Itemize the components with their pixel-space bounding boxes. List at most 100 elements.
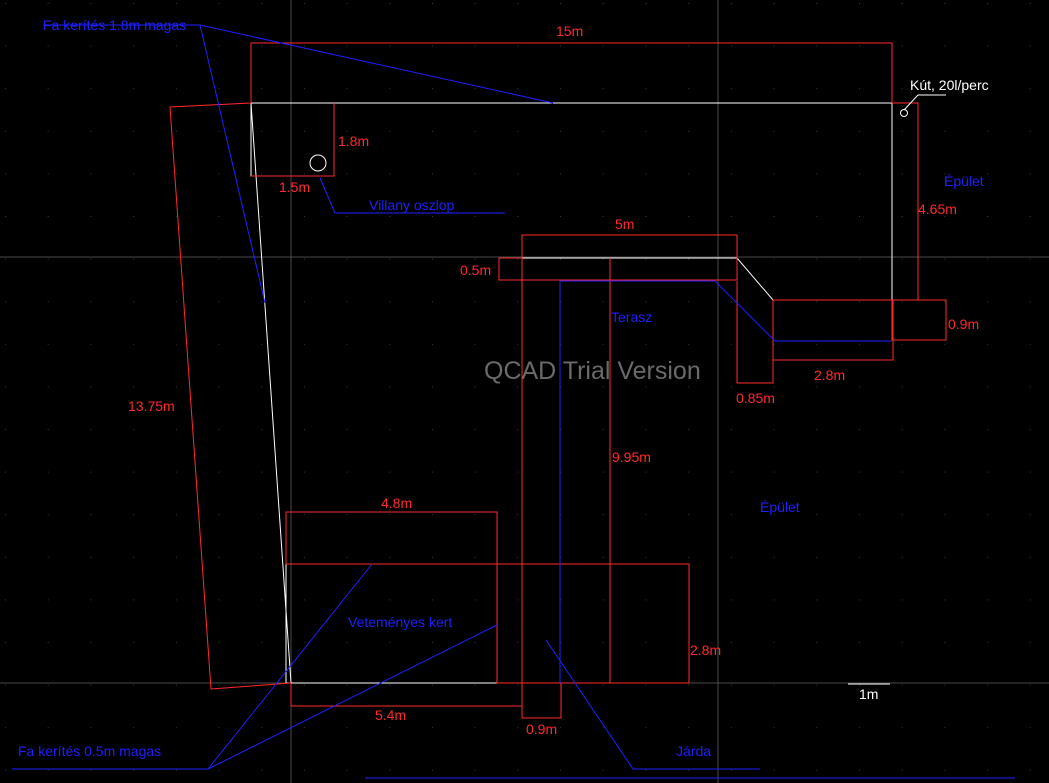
grid-dot [346,216,348,217]
grid-dot [90,514,92,516]
grid-dot [175,514,177,516]
grid-dot [859,514,860,516]
grid-dot [432,471,433,473]
grid-dot [47,343,49,345]
grid-dot [688,173,690,175]
leader-fence-high-2 [199,24,554,104]
grid-dot [1029,45,1031,47]
grid-dot [859,45,860,47]
grid-dot [560,258,562,260]
grid-dot [389,173,391,175]
grid-dot [560,88,562,90]
grid-dot [90,88,92,90]
leader-terrace [559,280,892,684]
porch-step-box [891,299,947,341]
dim-15m [250,42,893,103]
grid-dot [261,556,263,558]
grid-dot [389,130,391,132]
leader-well [903,94,946,111]
leader-fence-low-2 [207,624,498,770]
grid-dot [218,514,220,516]
grid-dot [645,173,647,175]
grid-dot [90,642,92,643]
grid-dot [47,301,49,303]
grid-dot [560,3,562,4]
grid-dot [901,45,903,47]
grid-dot [175,429,177,430]
dim-text-2-8m-front: 2.8m [690,642,721,658]
grid-dot [432,514,433,516]
grid-dot [133,642,135,643]
grid-dot [346,386,348,388]
grid-dot [816,258,818,260]
grid-dot [517,514,519,516]
grid-dot [218,471,220,473]
grid-dot [474,3,476,4]
grid-dot [645,301,647,303]
grid-dot [389,88,391,90]
grid-dot [602,429,604,430]
grid-dot [688,514,690,516]
grid-dot [773,642,775,643]
grid-dot [688,258,690,260]
grid-dot [602,727,604,729]
grid-dot [133,471,135,473]
grid-dot [5,642,6,643]
grid-dot [389,471,391,473]
grid-dot [5,556,6,558]
grid-dot [859,301,860,303]
grid-dot [901,727,903,729]
grid-dot [602,769,604,771]
grid-dot [773,769,775,771]
grid-dot [517,3,519,4]
dim-0-5m [498,257,522,281]
grid-dot [346,599,348,601]
grid-dot [987,88,989,90]
grid-dot [688,386,690,388]
grid-dot [987,386,989,388]
grid-dot [5,301,6,303]
grid-dot [474,684,476,686]
grid-dot [602,173,604,175]
grid-dot [944,769,946,771]
grid-dot [1029,3,1031,4]
grid-dot [730,258,732,260]
grid-dot [47,727,49,729]
grid-dot [560,471,562,473]
grid-dot [432,130,433,132]
grid-dot [474,343,476,345]
grid-dot [474,514,476,516]
grid-dot [688,88,690,90]
label-garden: Veteményes kert [348,614,452,630]
grid-dot [47,258,49,260]
grid-dot [303,3,305,4]
grid-dot [261,130,263,132]
grid-dot [474,642,476,643]
grid-dot [432,216,433,217]
grid-dot [303,514,305,516]
grid-dot [175,130,177,132]
label-building-mid: Épület [760,499,800,515]
grid-dot [517,642,519,643]
grid-dot [218,343,220,345]
grid-dot [944,386,946,388]
grid-dot [645,769,647,771]
grid-dot [517,258,519,260]
leader-pole [319,177,505,214]
label-sidewalk: Járda [676,743,711,759]
dim-0-9m-front [521,682,562,719]
dimension-lines [169,42,947,719]
grid-dot [688,727,690,729]
grid-dot [175,258,177,260]
grid-dot [816,343,818,345]
grid-dot [474,88,476,90]
grid-dot [261,769,263,771]
grid-dot [47,386,49,388]
grid-dot [218,258,220,260]
grid-dot [218,599,220,601]
grid-dot [730,599,732,601]
grid-dot [602,88,604,90]
grid-dot [261,88,263,90]
grid-dot [901,301,903,303]
